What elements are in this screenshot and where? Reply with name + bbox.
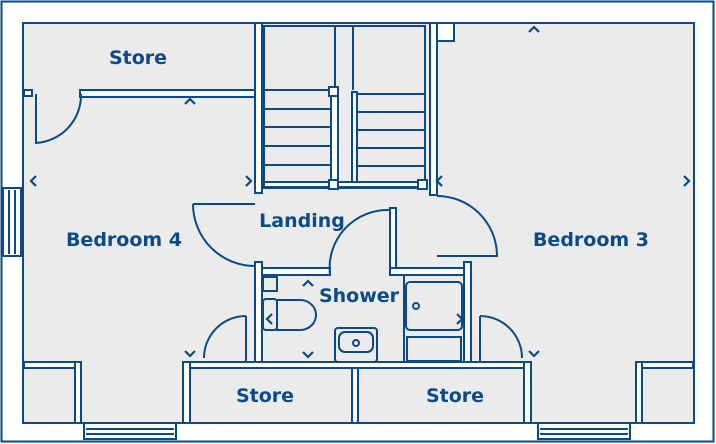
room-label-shower: Shower — [319, 285, 400, 307]
staircase — [263, 25, 428, 190]
toilet-bowl — [276, 299, 317, 331]
shower-tray — [405, 281, 463, 331]
chevron-markers — [29, 25, 691, 359]
doors — [35, 93, 523, 362]
room-label-store-bottom-left: Store — [236, 385, 294, 407]
window-bottom-right — [537, 422, 631, 440]
room-label-store-top: Store — [109, 47, 167, 69]
sink — [334, 327, 378, 363]
shower-fixtures — [262, 275, 463, 363]
room-label-landing: Landing — [259, 210, 345, 232]
room-label-bedroom-4: Bedroom 4 — [66, 229, 182, 251]
room-label-store-bottom-right: Store — [426, 385, 484, 407]
window-bottom-left — [83, 422, 177, 440]
interior-walls — [23, 22, 694, 424]
room-label-bedroom-3: Bedroom 3 — [533, 229, 649, 251]
window-left — [2, 187, 22, 257]
